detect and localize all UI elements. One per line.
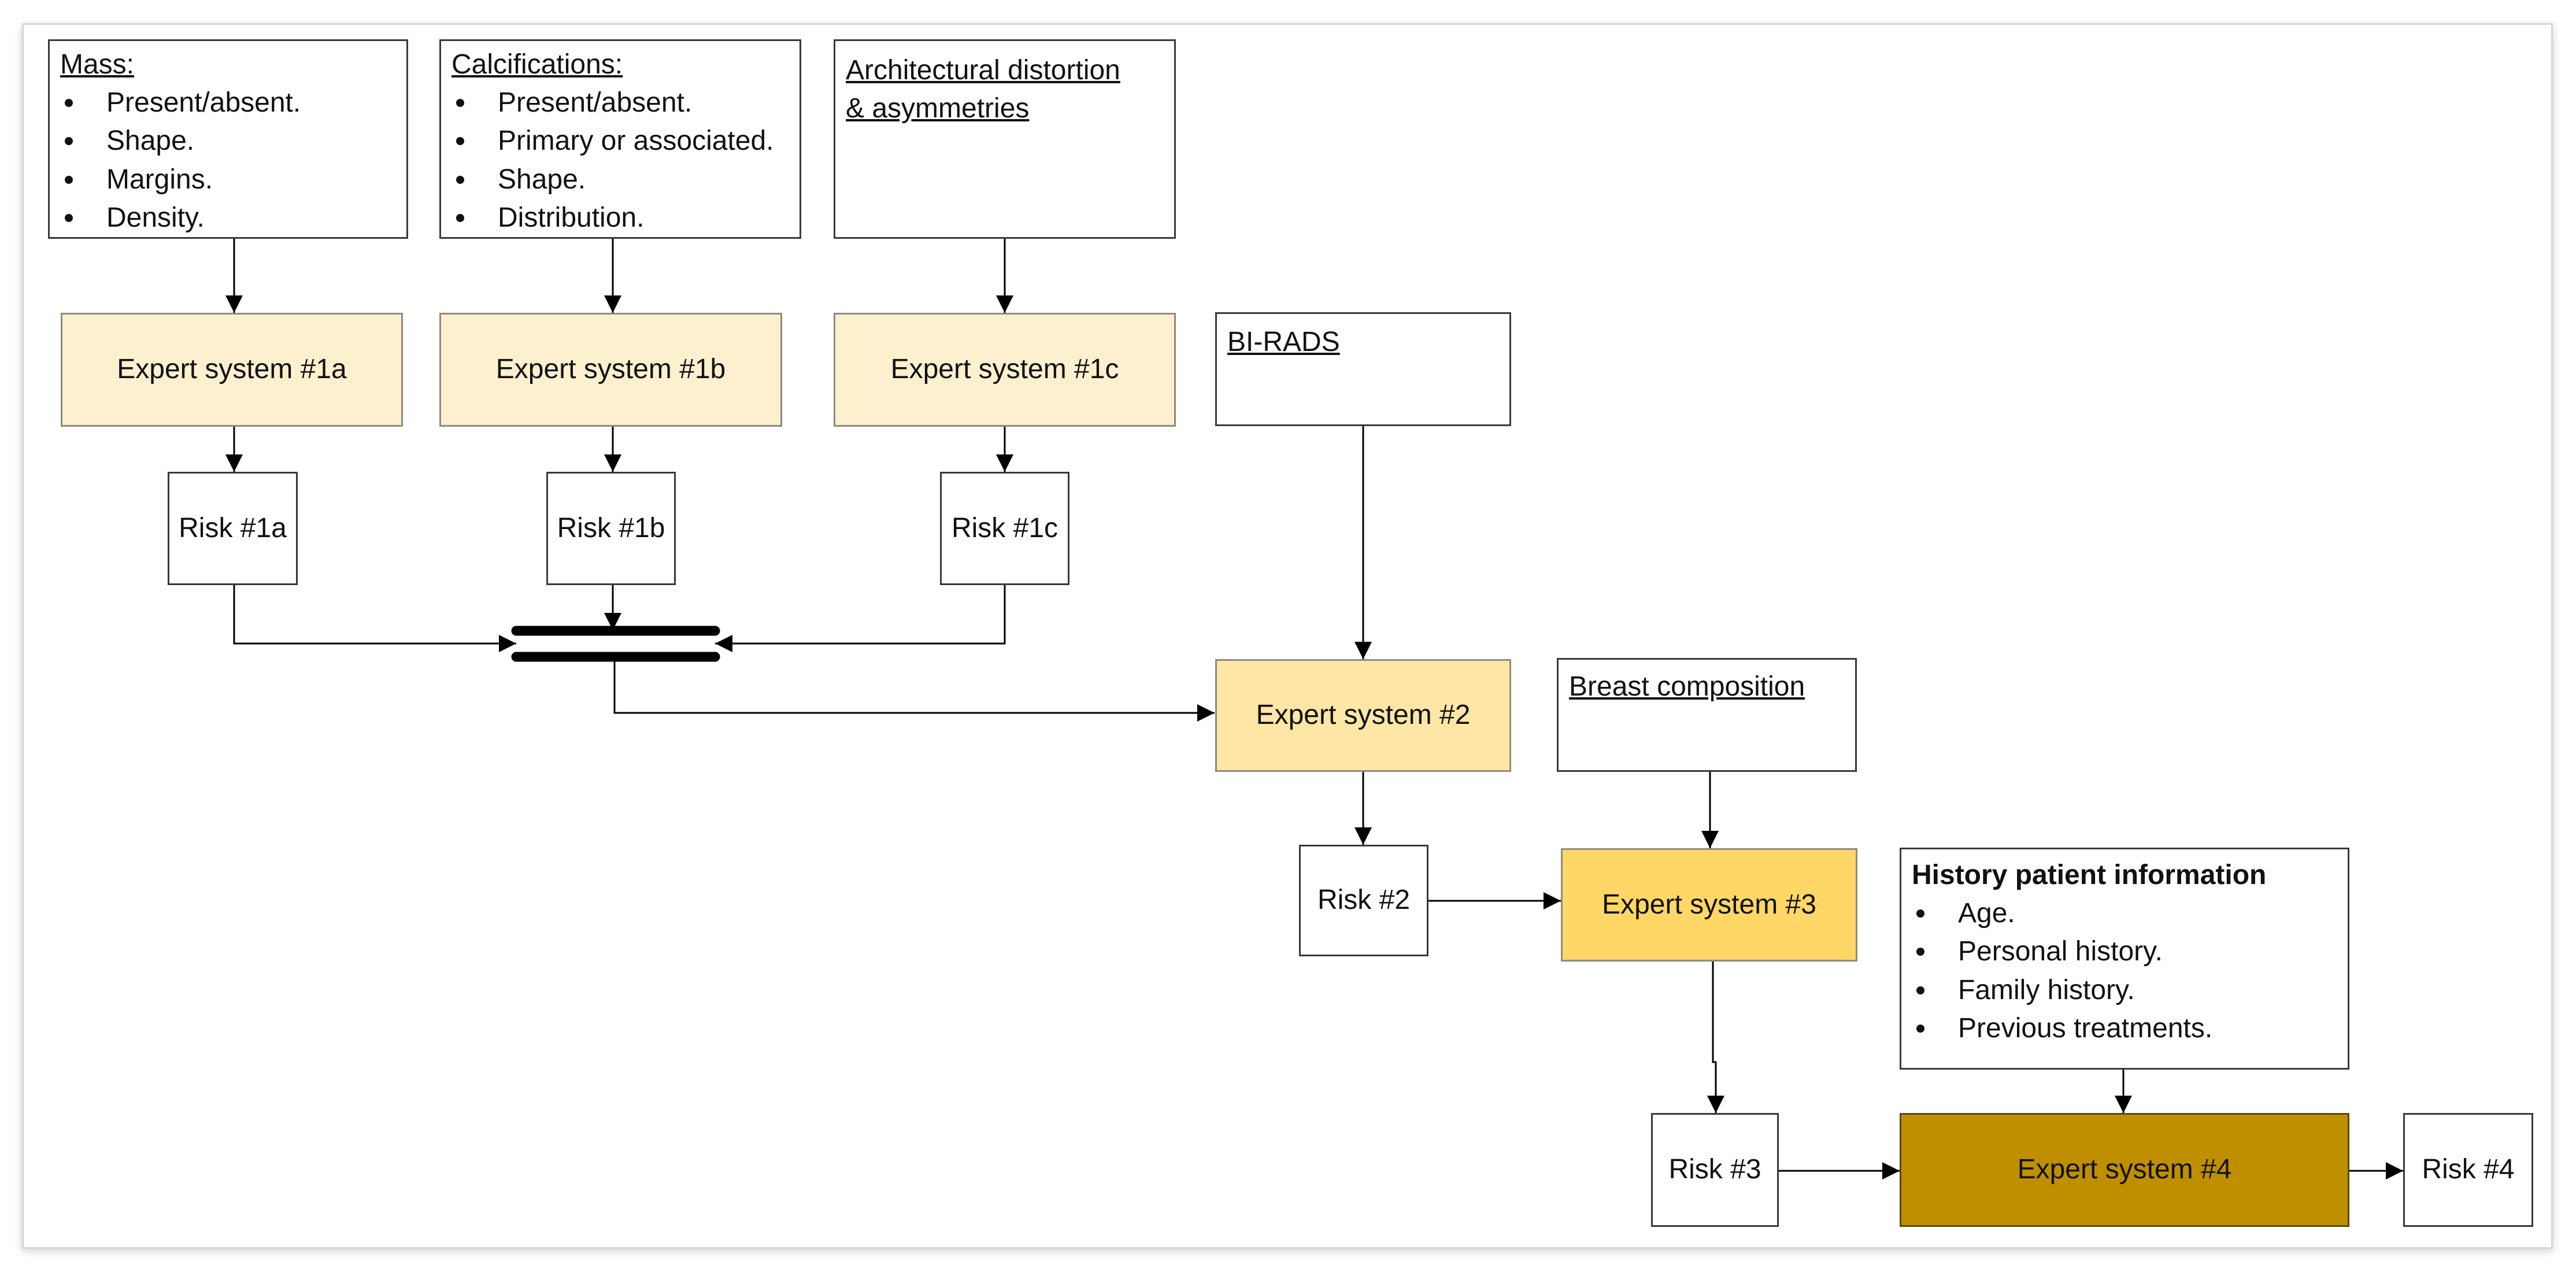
mass-title: Mass: [60,49,135,80]
input-calcifications: Calcifications: Present/absent. Primary … [439,39,801,239]
arrow-r1c-to-join [715,585,1006,652]
expert-system-4: Expert system #4 [1900,1113,2349,1227]
join-bar [511,626,720,662]
birads-title: BI-RADS [1227,327,1340,357]
risk-1c: Risk #1c [940,472,1069,585]
input-breast-composition: Breast composition [1557,658,1857,772]
history-list: Age. Personal history. Family history. P… [1912,894,2337,1048]
arrow-r1a-to-join [233,585,516,652]
input-mass: Mass: Present/absent. Shape. Margins. De… [48,39,408,239]
list-item: Shape. [451,161,789,199]
list-item: Present/absent. [451,84,789,122]
expert-system-3: Expert system #3 [1561,848,1857,962]
list-item: Personal history. [1912,933,2337,971]
list-item: Present/absent. [60,84,396,122]
risk-2: Risk #2 [1299,845,1428,956]
expert-system-1c: Expert system #1c [834,313,1176,427]
expert-system-1b-label: Expert system #1b [495,354,726,385]
list-item: Age. [1912,894,2337,933]
expert-system-1a-label: Expert system #1a [117,354,347,385]
expert-system-3-label: Expert system #3 [1602,889,1816,920]
list-item: Density. [60,199,396,237]
list-item: Margins. [60,161,396,199]
risk-1c-label: Risk #1c [951,512,1058,543]
arrow-es3-to-r3 [1707,962,1724,1113]
list-item: Previous treatments. [1912,1010,2337,1048]
risk-1a: Risk #1a [168,472,298,585]
expert-system-1b: Expert system #1b [439,313,782,427]
input-history-patient-information: History patient information Age. Persona… [1900,848,2349,1070]
risk-4-label: Risk #4 [2422,1154,2515,1185]
expert-system-1c-label: Expert system #1c [890,354,1119,385]
expert-system-2-label: Expert system #2 [1256,700,1471,731]
risk-1b-label: Risk #1b [557,512,665,543]
calcifications-list: Present/absent. Primary or associated. S… [451,84,789,237]
input-birads: BI-RADS [1215,312,1511,426]
calcifications-title: Calcifications: [451,49,623,80]
architectural-title-line2: & asymmetries [846,93,1030,124]
expert-system-1a: Expert system #1a [61,313,403,427]
expert-system-4-label: Expert system #4 [2017,1154,2232,1185]
mass-list: Present/absent. Shape. Margins. Density. [60,84,396,237]
arrow-join-to-es2 [613,653,1215,722]
list-item: Distribution. [451,199,789,237]
architectural-title-line1: Architectural distortion [846,55,1120,86]
risk-1a-label: Risk #1a [179,512,287,543]
list-item: Primary or associated. [451,122,789,160]
risk-3: Risk #3 [1651,1113,1779,1227]
input-architectural-distortion: Architectural distortion & asymmetries [834,39,1176,239]
risk-2-label: Risk #2 [1317,885,1411,916]
breast-composition-title: Breast composition [1569,671,1805,702]
list-item: Shape. [60,122,396,160]
risk-3-label: Risk #3 [1668,1154,1761,1185]
risk-4: Risk #4 [2403,1113,2533,1227]
risk-1b: Risk #1b [546,472,676,585]
expert-system-2: Expert system #2 [1215,659,1511,772]
list-item: Family history. [1912,971,2337,1010]
history-title: History patient information [1912,860,2267,890]
